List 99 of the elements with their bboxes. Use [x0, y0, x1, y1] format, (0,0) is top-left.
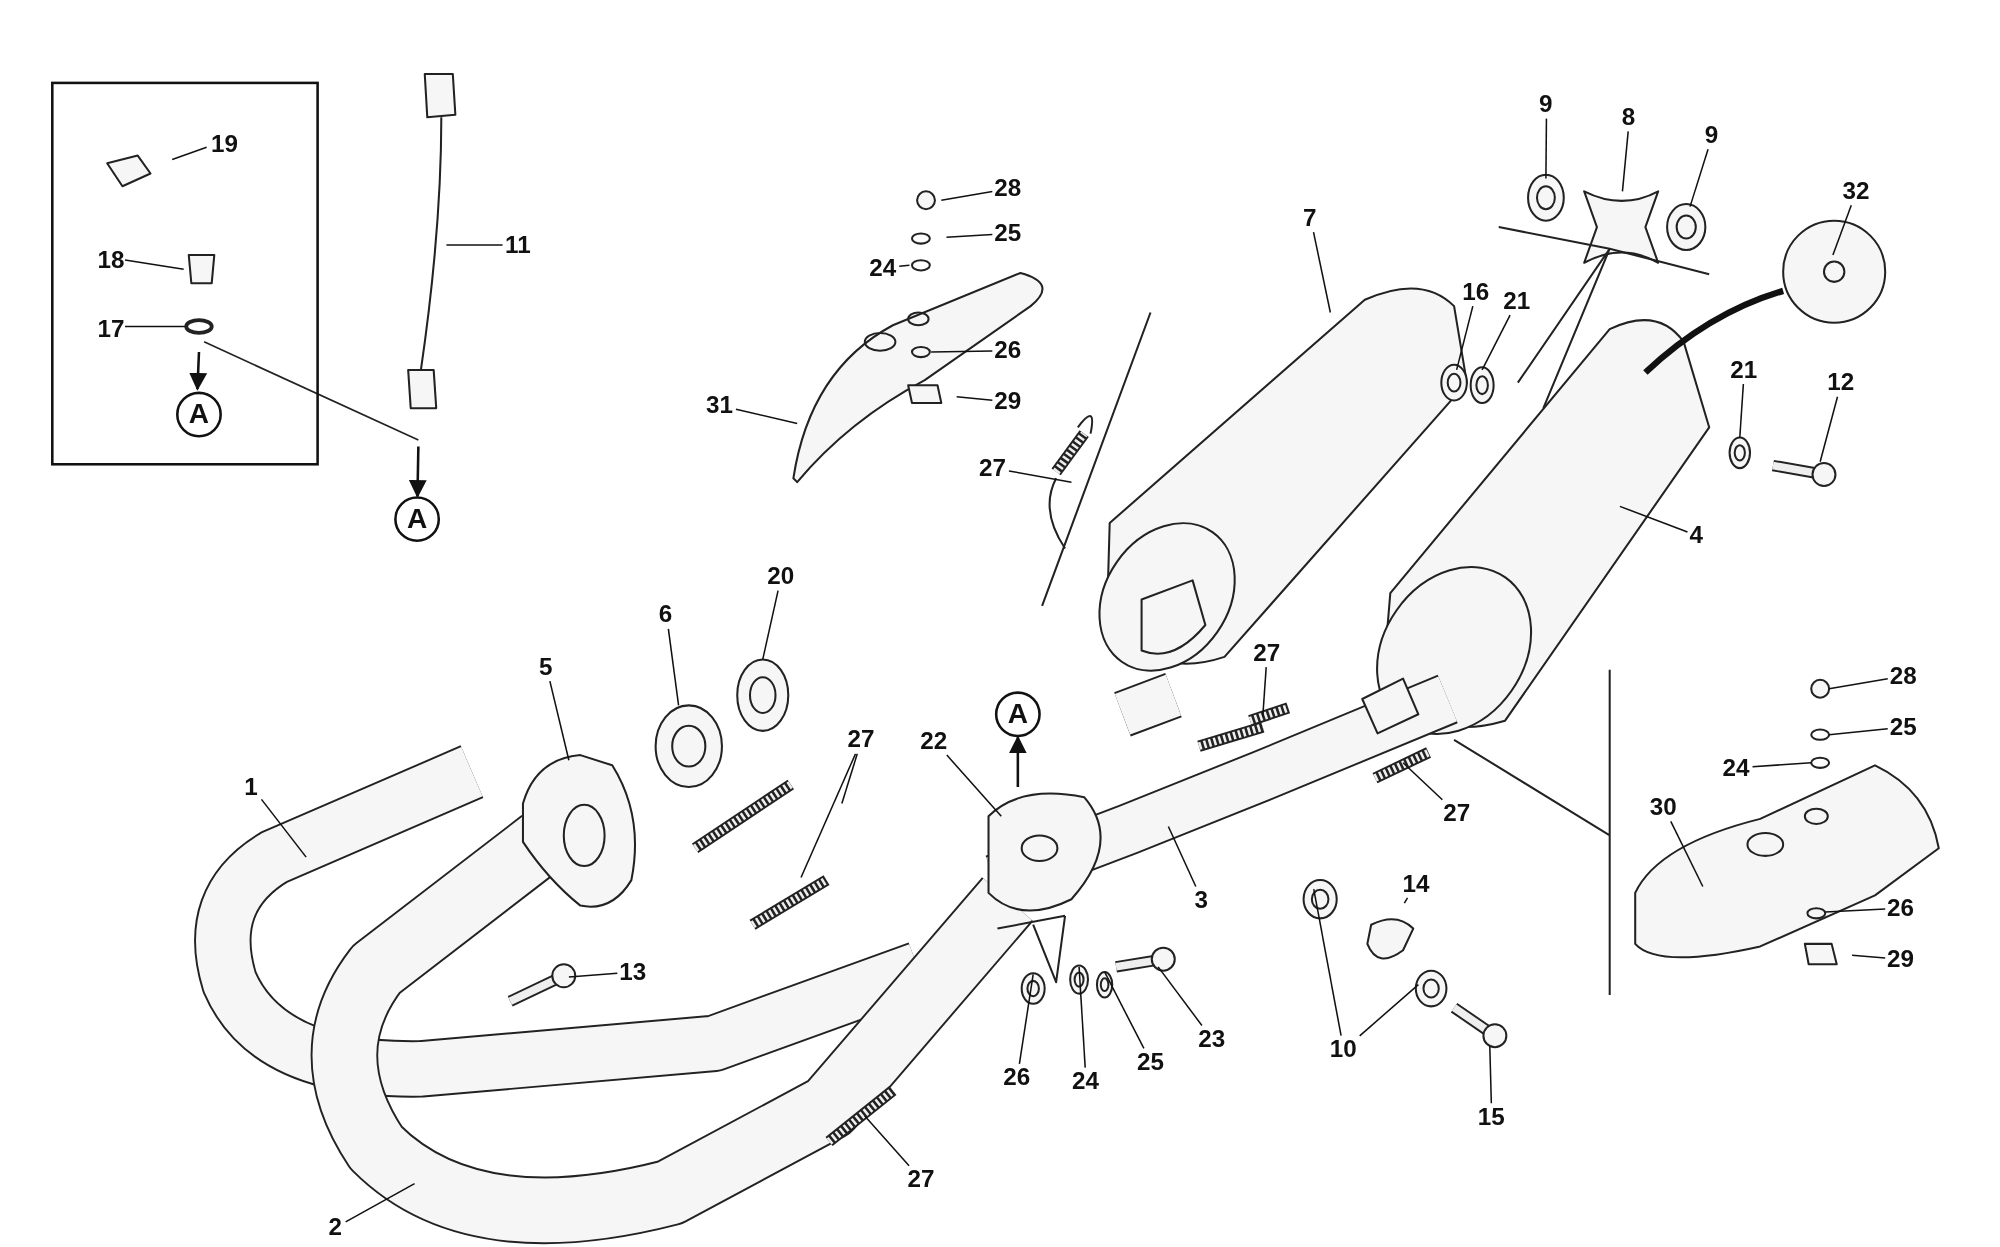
leader-line [1358, 983, 1420, 1037]
callout-number: 8 [1619, 103, 1638, 132]
callout-number: 26 [1000, 1063, 1033, 1092]
leader-line [1078, 966, 1086, 1069]
callout-number: 29 [991, 387, 1024, 416]
callout-number: 19 [208, 130, 241, 159]
callout-number: 16 [1459, 278, 1492, 307]
callout-number: 27 [845, 725, 878, 754]
leader-line [124, 325, 186, 328]
callout-number: 31 [703, 391, 736, 420]
leader-line [940, 190, 994, 202]
callout-number: 25 [1134, 1048, 1167, 1077]
callout-number: 10 [1327, 1035, 1360, 1064]
leader-line [1489, 1045, 1493, 1105]
callout-number: 15 [1475, 1103, 1508, 1132]
leader-line [1167, 825, 1197, 888]
callout-number: 7 [1300, 204, 1319, 233]
leader-line [1402, 762, 1444, 801]
leader-line [1824, 908, 1886, 913]
callout-number: 9 [1536, 90, 1555, 119]
leader-line [1403, 897, 1409, 904]
leader-line [864, 1115, 910, 1167]
leader-line [1819, 395, 1839, 463]
callout-number: 11 [502, 230, 534, 259]
leader-line [1851, 954, 1886, 959]
leader-line [124, 259, 185, 270]
leader-line [171, 146, 208, 161]
leader-line [1619, 505, 1689, 533]
callout-number: 27 [976, 454, 1009, 483]
callout-number: 9 [1702, 121, 1721, 150]
leader-line [1312, 231, 1332, 314]
leader-line [568, 972, 619, 978]
callout-number: 30 [1647, 793, 1680, 822]
arrow [408, 446, 427, 498]
callout-number: 12 [1824, 368, 1857, 397]
leader-line [1455, 305, 1474, 371]
leader-line [549, 680, 570, 761]
leader-line [1828, 677, 1889, 690]
leader-line [1828, 727, 1889, 736]
leader-line [930, 350, 994, 353]
leader-line [800, 753, 857, 879]
callout-number: 20 [764, 562, 797, 591]
leader-line [1545, 117, 1548, 180]
leader-line [735, 408, 798, 425]
callout-number: 24 [1069, 1067, 1102, 1096]
callout-number: 28 [1887, 662, 1920, 691]
callout-number: 26 [991, 336, 1024, 365]
callout-number: 21 [1727, 355, 1760, 384]
callout-number: 23 [1195, 1025, 1228, 1054]
leader-line [898, 264, 911, 268]
leader-line [1157, 966, 1203, 1027]
arrow [1008, 735, 1027, 787]
leader-line [1689, 148, 1709, 208]
callout-number: 25 [991, 219, 1024, 248]
leader-line [955, 395, 994, 402]
leader-line [946, 754, 1003, 818]
leader-line [445, 244, 504, 246]
callout-number: 13 [616, 957, 649, 986]
callout-number: 25 [1887, 713, 1920, 742]
callout-number: 4 [1686, 521, 1706, 550]
callout-number: 22 [917, 727, 950, 756]
callout-number: 27 [1250, 639, 1283, 668]
leader-line [1262, 666, 1267, 718]
callout-number: 27 [904, 1165, 938, 1194]
leader-line [1008, 470, 1073, 483]
callout-number: 3 [1191, 886, 1211, 915]
callout-number: 24 [866, 253, 899, 282]
leader-line [1481, 314, 1511, 371]
callout-number: 21 [1500, 287, 1533, 316]
callout-number: 6 [656, 600, 675, 629]
leader-line [260, 798, 307, 858]
leader-line [945, 233, 994, 238]
callout-number: 5 [536, 653, 555, 682]
arrow [189, 352, 208, 391]
callout-number: 28 [991, 174, 1024, 203]
callout-number: 27 [1440, 799, 1473, 828]
reference-circle: A [394, 496, 441, 543]
leader-line [344, 1182, 416, 1223]
leader-line [1739, 383, 1745, 439]
leader-line [1018, 973, 1034, 1065]
reference-circle: A [994, 691, 1041, 738]
callout-number: 32 [1839, 177, 1872, 206]
callout-number: 17 [95, 315, 128, 344]
callout-number: 29 [1884, 945, 1917, 974]
leader-line [841, 753, 859, 805]
callout-number: 24 [1720, 753, 1753, 782]
reference-circle: A [176, 391, 222, 438]
leader-line [1751, 762, 1812, 768]
leader-line [1103, 971, 1145, 1050]
leader-line [1313, 888, 1342, 1037]
callout-number: 18 [95, 246, 128, 275]
leader-line [1621, 130, 1629, 193]
callout-number: 1 [241, 772, 261, 801]
inset-frame [51, 81, 319, 466]
leader-line [762, 589, 779, 661]
callout-number: 14 [1399, 869, 1432, 898]
leader-line [667, 628, 680, 707]
callout-number: 26 [1884, 894, 1917, 923]
callout-number: 2 [325, 1213, 345, 1242]
